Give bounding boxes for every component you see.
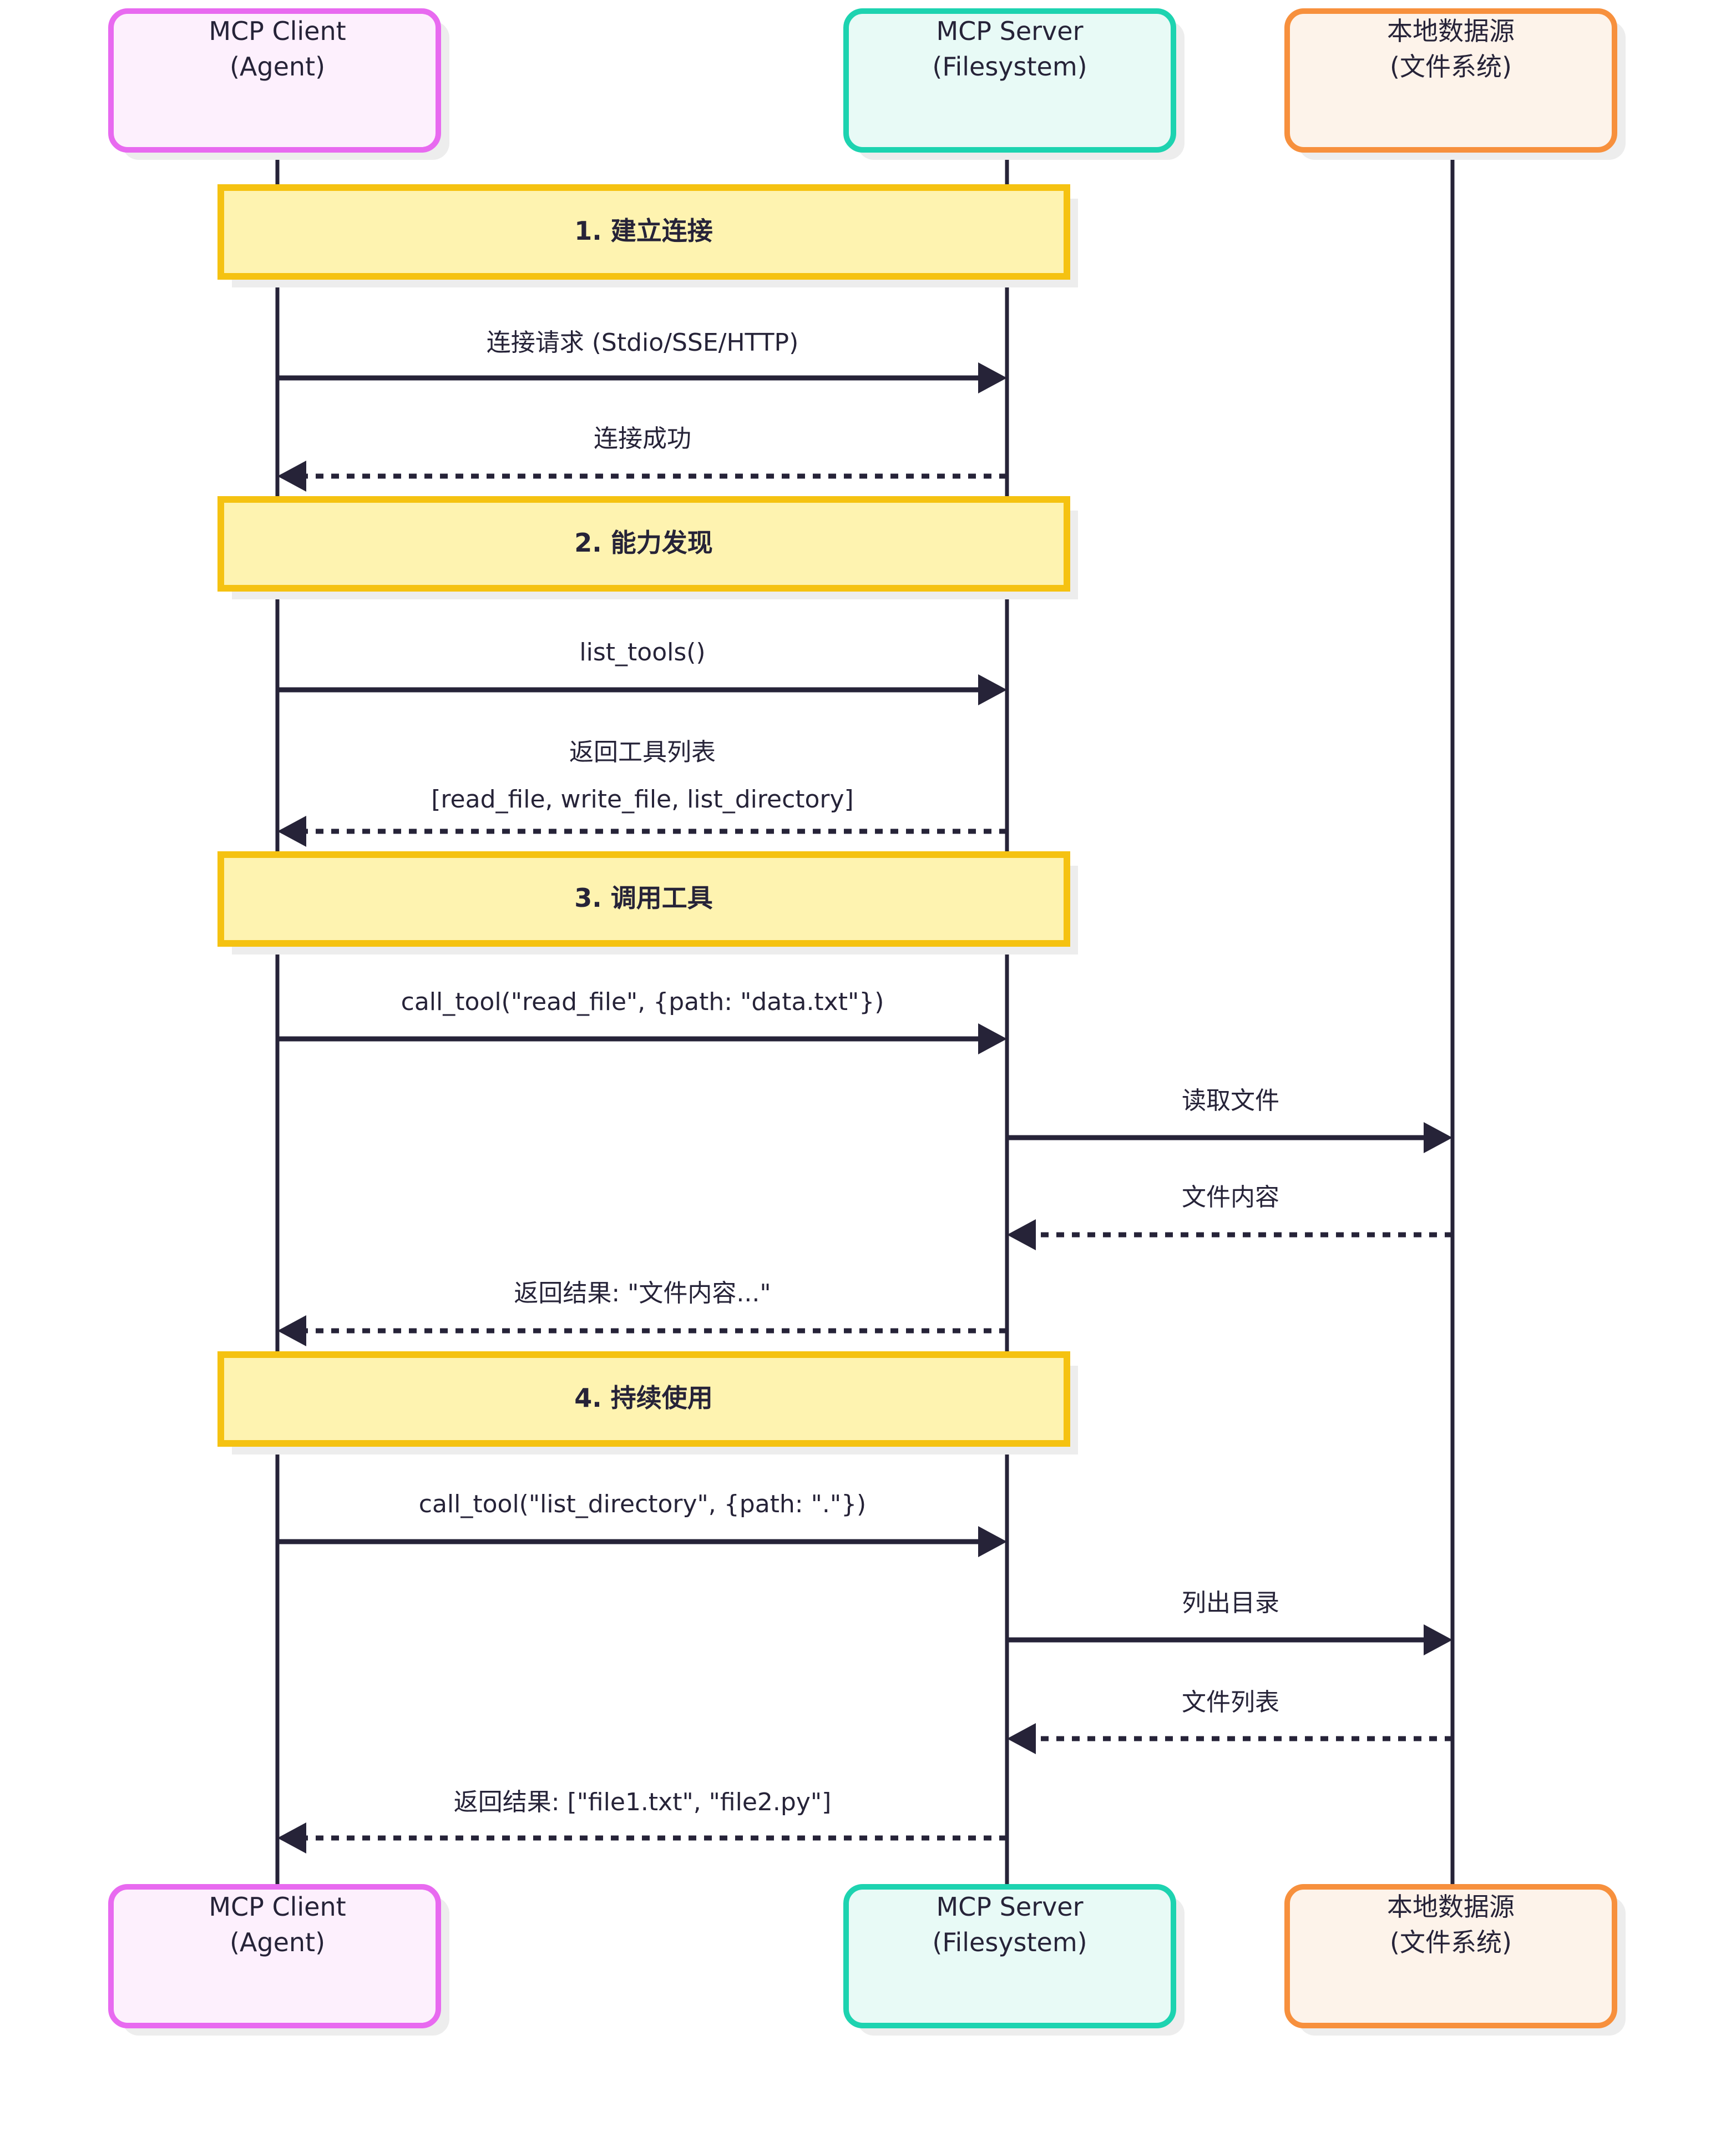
- participant-box-datasource-top[interactable]: 本地数据源 (文件系统): [1284, 8, 1626, 160]
- message-6-label: 读取文件: [1182, 1087, 1279, 1115]
- arrow-head-right-icon: [978, 674, 1007, 705]
- arrow-head-left-icon: [277, 816, 306, 847]
- participant-datasource-line1: 本地数据源: [1387, 1892, 1515, 1922]
- participant-box-client-bottom[interactable]: MCP Client (Agent): [108, 1884, 449, 2036]
- section-bar-3[interactable]: 3. 调用工具: [217, 851, 1078, 955]
- participant-server-line2: (Filesystem): [932, 52, 1087, 82]
- message-11-label: 文件列表: [1182, 1688, 1279, 1716]
- section-bar-1[interactable]: 1. 建立连接: [217, 184, 1078, 287]
- participant-rect: [843, 1884, 1176, 2028]
- participant-box-datasource-bottom[interactable]: 本地数据源 (文件系统): [1284, 1884, 1626, 2036]
- participant-rect: [843, 8, 1176, 153]
- section-rect: [217, 496, 1070, 592]
- participant-server-line2: (Filesystem): [932, 1927, 1087, 1957]
- section-1-label: 1. 建立连接: [574, 216, 713, 246]
- arrow-head-right-icon: [978, 362, 1007, 393]
- message-5: call_tool("read_file", {path: "data.txt"…: [277, 988, 1007, 1054]
- message-6: 读取文件: [1007, 1087, 1452, 1153]
- message-4-label-line1: 返回工具列表: [569, 738, 716, 766]
- message-9-label: call_tool("list_directory", {path: "."}): [419, 1490, 866, 1518]
- message-12-label: 返回结果: ["file1.txt", "file2.py"]: [454, 1788, 832, 1816]
- message-3-label: list_tools(): [579, 638, 705, 666]
- message-10-label: 列出目录: [1182, 1589, 1279, 1617]
- participant-datasource-line2: (文件系统): [1390, 1927, 1512, 1957]
- section-4-label: 4. 持续使用: [574, 1383, 713, 1413]
- participant-server-line1: MCP Server: [936, 16, 1083, 46]
- arrow-head-left-icon: [1007, 1723, 1036, 1754]
- participant-server-line1: MCP Server: [936, 1892, 1083, 1922]
- arrow-head-right-icon: [978, 1023, 1007, 1054]
- participant-client-line2: (Agent): [230, 52, 325, 82]
- participant-client-line2: (Agent): [230, 1927, 325, 1957]
- participant-rect: [108, 1884, 441, 2028]
- message-11: 文件列表: [1007, 1688, 1452, 1754]
- section-rect: [217, 851, 1070, 947]
- arrow-head-left-icon: [277, 1822, 306, 1854]
- message-1-label: 连接请求 (Stdio/SSE/HTTP): [487, 329, 798, 357]
- participant-datasource-line1: 本地数据源: [1387, 16, 1515, 46]
- participant-box-server-bottom[interactable]: MCP Server (Filesystem): [843, 1884, 1185, 2036]
- participant-box-server-top[interactable]: MCP Server (Filesystem): [843, 8, 1185, 160]
- arrow-head-right-icon: [1424, 1122, 1452, 1153]
- message-8-label: 返回结果: "文件内容...": [514, 1279, 771, 1307]
- message-9: call_tool("list_directory", {path: "."}): [277, 1490, 1007, 1557]
- message-10: 列出目录: [1007, 1589, 1452, 1655]
- participant-client-line1: MCP Client: [209, 16, 346, 46]
- section-rect: [217, 1351, 1070, 1447]
- participant-client-line1: MCP Client: [209, 1892, 346, 1922]
- participant-rect: [1284, 1884, 1617, 2028]
- arrow-head-right-icon: [1424, 1624, 1452, 1655]
- message-1: 连接请求 (Stdio/SSE/HTTP): [277, 329, 1007, 393]
- message-12: 返回结果: ["file1.txt", "file2.py"]: [277, 1788, 1007, 1854]
- message-2: 连接成功: [277, 425, 1007, 492]
- arrow-head-left-icon: [277, 461, 306, 492]
- participant-rect: [108, 8, 441, 153]
- message-7: 文件内容: [1007, 1183, 1452, 1250]
- section-3-label: 3. 调用工具: [574, 883, 713, 913]
- message-3: list_tools(): [277, 638, 1007, 705]
- section-rect: [217, 184, 1070, 280]
- arrow-head-right-icon: [978, 1526, 1007, 1557]
- message-2-label: 连接成功: [594, 425, 691, 453]
- participant-box-client-top[interactable]: MCP Client (Agent): [108, 8, 449, 160]
- message-5-label: call_tool("read_file", {path: "data.txt"…: [401, 988, 884, 1016]
- section-2-label: 2. 能力发现: [574, 528, 713, 558]
- arrow-head-left-icon: [277, 1315, 306, 1346]
- message-4: 返回工具列表 [read_file, write_file, list_dire…: [277, 738, 1007, 847]
- section-bar-4[interactable]: 4. 持续使用: [217, 1351, 1078, 1455]
- participant-rect: [1284, 8, 1617, 153]
- message-8: 返回结果: "文件内容...": [277, 1279, 1007, 1346]
- message-4-label-line2: [read_file, write_file, list_directory]: [431, 785, 853, 814]
- message-7-label: 文件内容: [1182, 1183, 1279, 1211]
- participant-datasource-line2: (文件系统): [1390, 52, 1512, 82]
- section-bar-2[interactable]: 2. 能力发现: [217, 496, 1078, 599]
- arrow-head-left-icon: [1007, 1219, 1036, 1250]
